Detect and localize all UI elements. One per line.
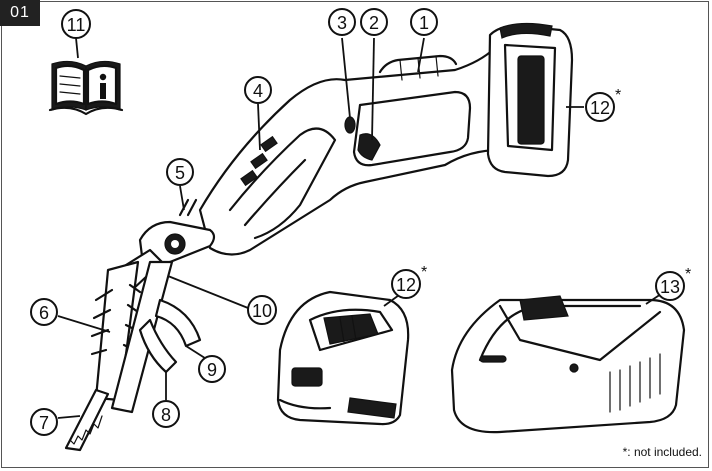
callout-10: 10 — [247, 295, 277, 325]
callout-5-label: 5 — [175, 163, 185, 183]
battery-pack — [276, 290, 410, 426]
footnote: *: not included. — [622, 445, 702, 459]
callout-12-pack-star: * — [421, 264, 427, 281]
callout-1: 1 — [410, 8, 438, 36]
figure-tag: 01 — [0, 0, 40, 26]
callout-10-label: 10 — [252, 301, 272, 321]
callout-12-pack-label: 12 — [396, 275, 416, 295]
callout-3-label: 3 — [337, 13, 347, 33]
callout-11-label: 11 — [67, 15, 86, 35]
callout-3: 3 — [328, 8, 356, 36]
callout-9: 9 — [198, 355, 226, 383]
callout-11: 11 — [61, 9, 91, 59]
callout-12-mounted-label: 12 — [590, 98, 610, 118]
callout-7: 7 — [30, 408, 58, 436]
callout-4: 4 — [244, 76, 272, 104]
callout-5: 5 — [166, 158, 194, 186]
reciprocating-saw — [64, 46, 502, 452]
manual-info-icon — [48, 60, 124, 116]
callout-13-star: * — [685, 266, 691, 283]
callout-6-label: 6 — [39, 303, 49, 323]
leader-lines — [57, 37, 665, 419]
callout-6: 6 — [30, 298, 58, 326]
callout-8-label: 8 — [161, 405, 171, 425]
callout-12-pack: 12 * — [391, 264, 427, 299]
callout-2: 2 — [360, 8, 388, 36]
callout-12-mounted: 12 * — [585, 87, 621, 122]
battery-mounted — [486, 22, 574, 178]
callout-8: 8 — [152, 400, 180, 428]
callout-13: 13 * — [655, 266, 691, 301]
callout-2-label: 2 — [369, 13, 379, 33]
callout-7-label: 7 — [39, 413, 49, 433]
callout-9-label: 9 — [207, 360, 217, 380]
callout-12-mounted-star: * — [615, 87, 621, 104]
callout-1-label: 1 — [419, 13, 429, 33]
callout-4-label: 4 — [253, 81, 263, 101]
charger — [450, 295, 686, 434]
callout-13-label: 13 — [660, 277, 680, 297]
